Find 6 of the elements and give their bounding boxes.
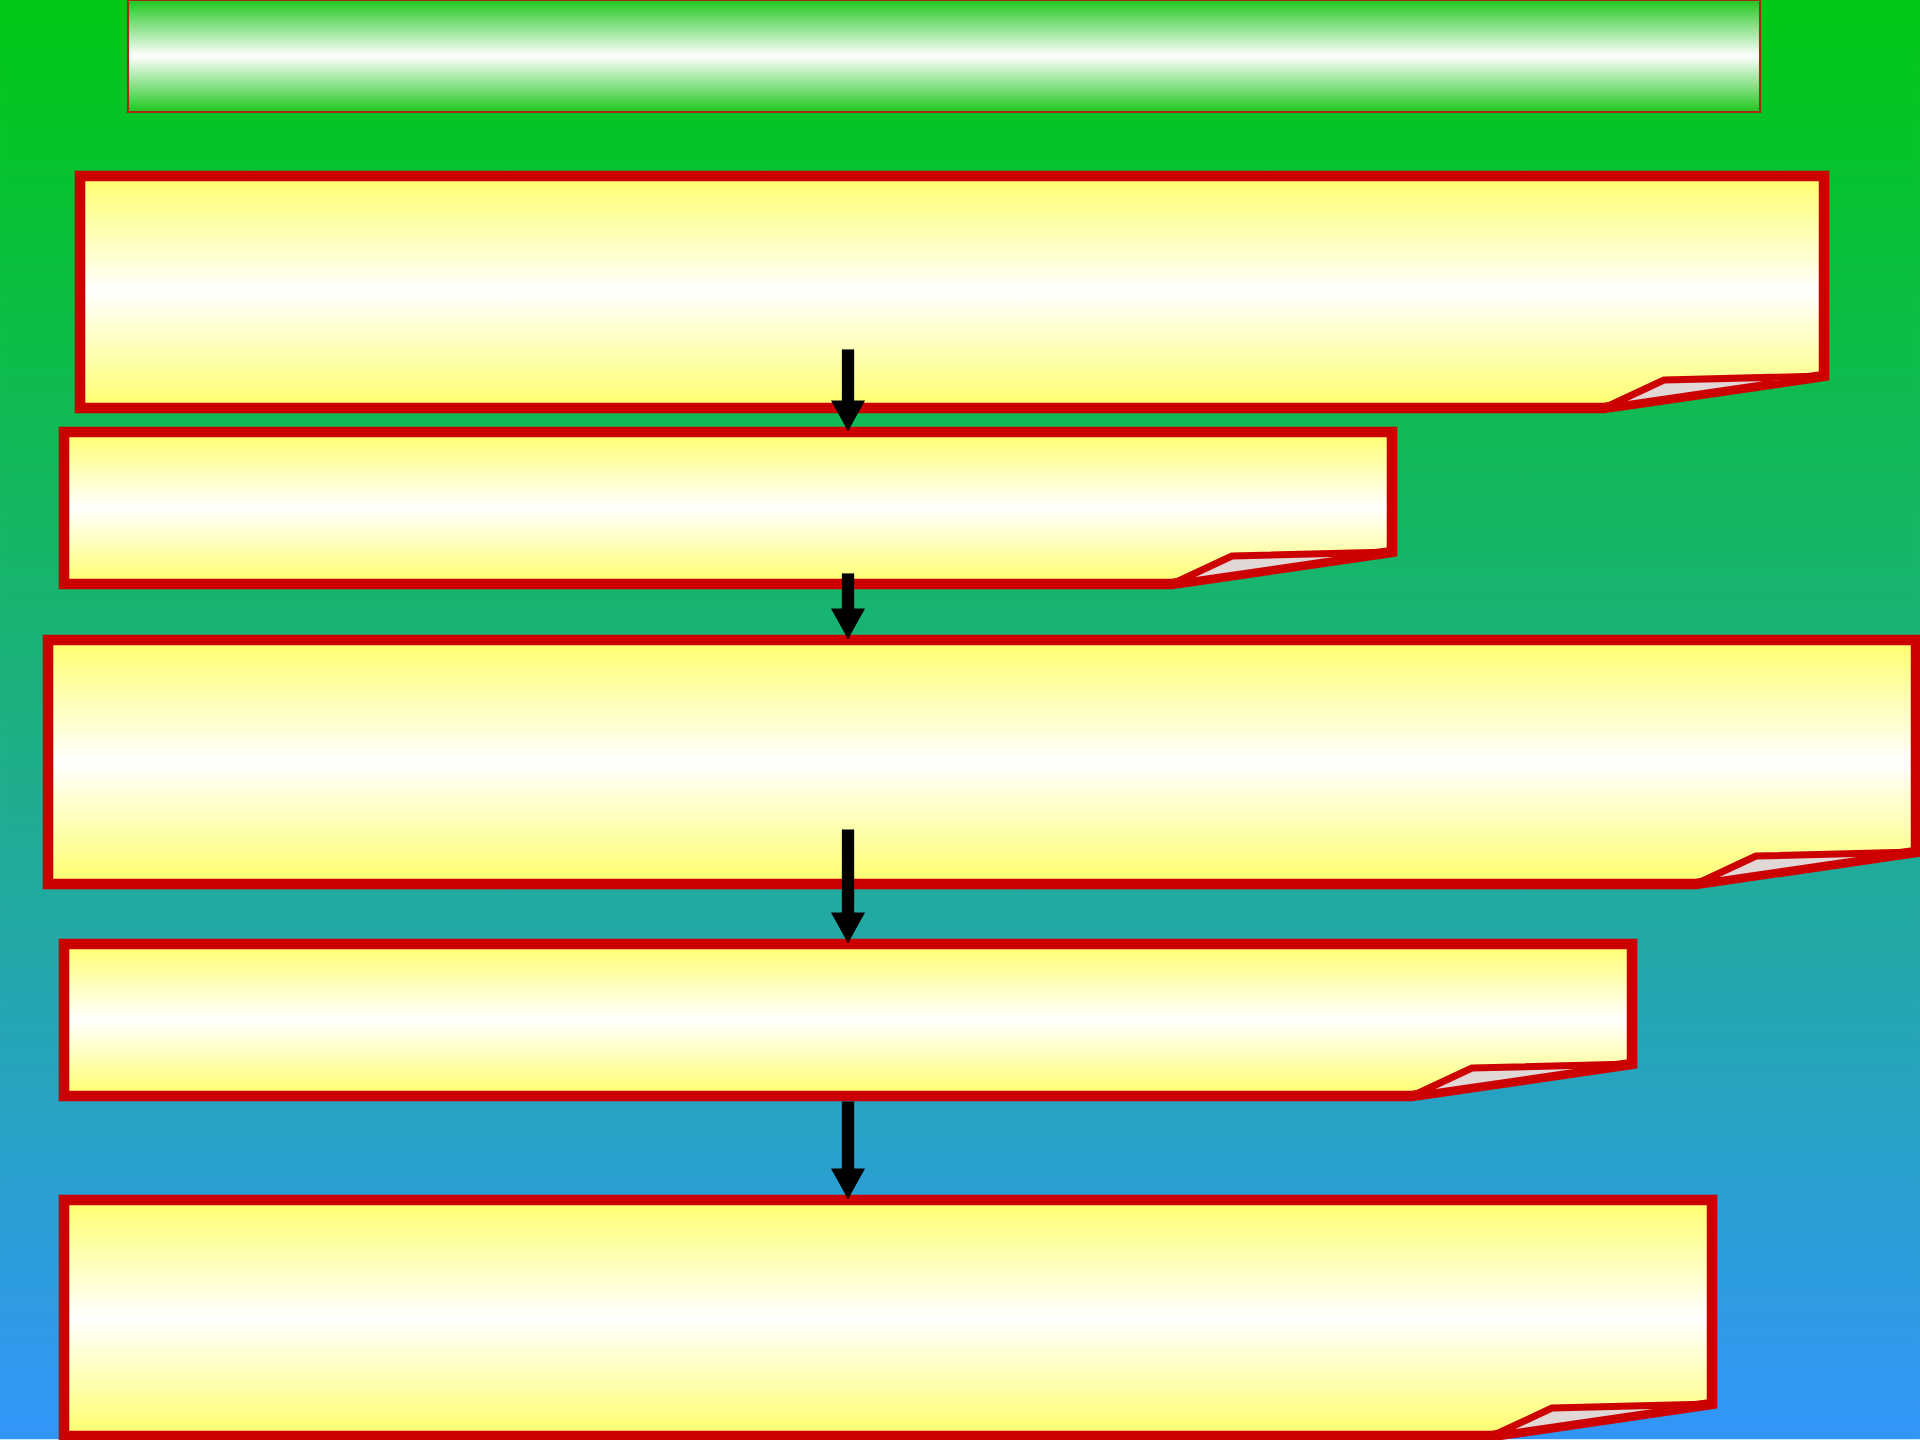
title-bar	[126, 0, 1762, 114]
process-box	[58, 1194, 1718, 1440]
process-box	[58, 938, 1638, 1102]
process-box	[74, 170, 1830, 414]
process-box	[42, 634, 1920, 890]
process-box	[58, 426, 1398, 590]
